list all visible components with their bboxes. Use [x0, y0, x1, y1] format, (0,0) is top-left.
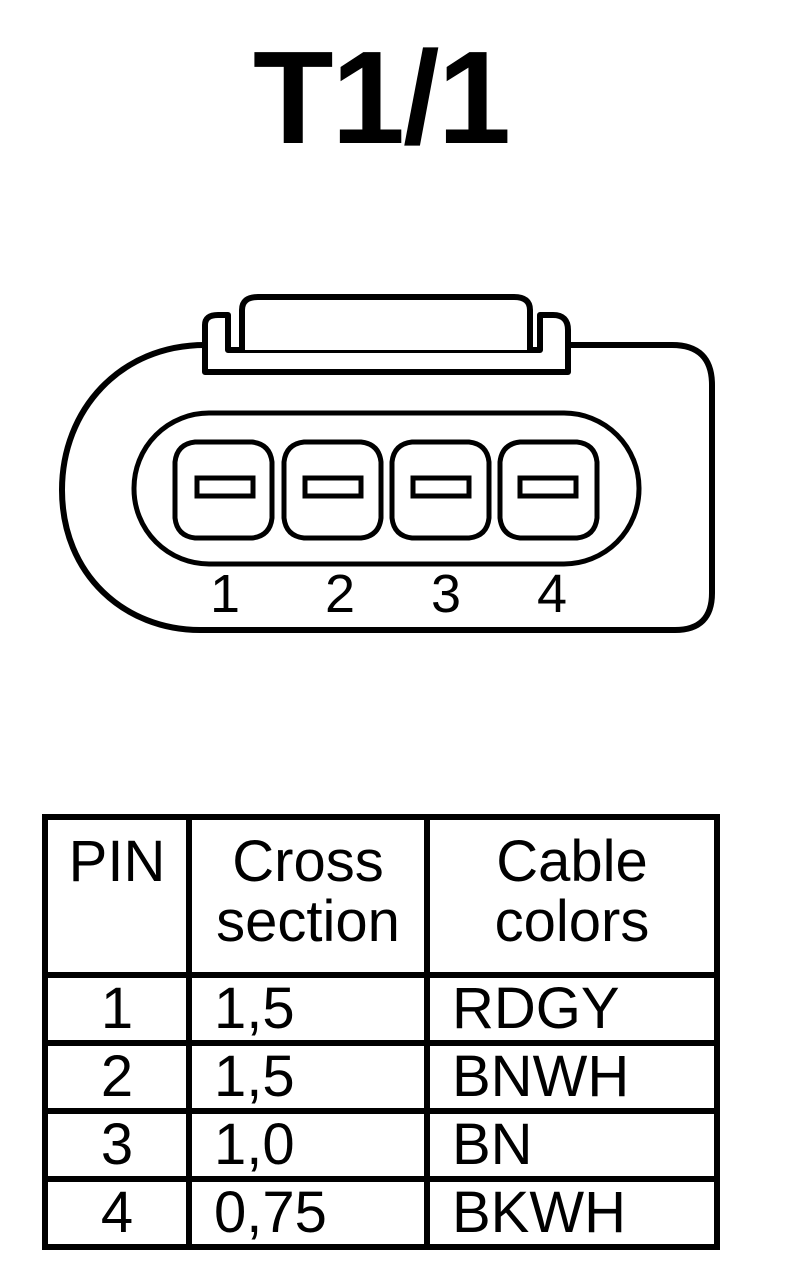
- cell-cable-color: BNWH: [424, 1040, 720, 1114]
- table-header-row: PIN Cross section Cable colors: [42, 814, 720, 978]
- table-row: 2 1,5 BNWH: [42, 1040, 720, 1114]
- cell-pin: 3: [42, 1108, 192, 1182]
- pin-assignment-table: PIN Cross section Cable colors 1 1,5 RDG…: [42, 814, 720, 1250]
- header-pin: PIN: [42, 814, 192, 978]
- pin-number: 1: [210, 564, 240, 624]
- cell-cross-section: 1,5: [186, 1040, 430, 1114]
- cell-cross-section: 0,75: [186, 1176, 430, 1250]
- table-row: 4 0,75 BKWH: [42, 1176, 720, 1250]
- cell-pin: 4: [42, 1176, 192, 1250]
- pin-2: [281, 439, 384, 541]
- connector-housing: [58, 342, 715, 633]
- pin-number: 4: [537, 564, 567, 624]
- cell-pin: 1: [42, 972, 192, 1046]
- pin-4: [497, 439, 600, 541]
- cell-cross-section: 1,0: [186, 1108, 430, 1182]
- pin-3: [389, 439, 492, 541]
- pin-1: [172, 439, 275, 541]
- pin-cavity: [131, 410, 642, 567]
- cell-cable-color: BN: [424, 1108, 720, 1182]
- header-cross-section: Cross section: [186, 814, 430, 978]
- table-row: 1 1,5 RDGY: [42, 972, 720, 1046]
- header-cable-colors: Cable colors: [424, 814, 720, 978]
- connector-latch-top: [239, 294, 533, 350]
- table-row: 3 1,0 BN: [42, 1108, 720, 1182]
- cell-pin: 2: [42, 1040, 192, 1114]
- connector-drawing: 1 2 3 4: [58, 294, 715, 633]
- cell-cross-section: 1,5: [186, 972, 430, 1046]
- connector-title: T1/1: [252, 24, 511, 171]
- pin-number: 3: [431, 564, 461, 624]
- connector-latch: [202, 312, 571, 375]
- cell-cable-color: BKWH: [424, 1176, 720, 1250]
- cell-cable-color: RDGY: [424, 972, 720, 1046]
- pin-number: 2: [325, 564, 355, 624]
